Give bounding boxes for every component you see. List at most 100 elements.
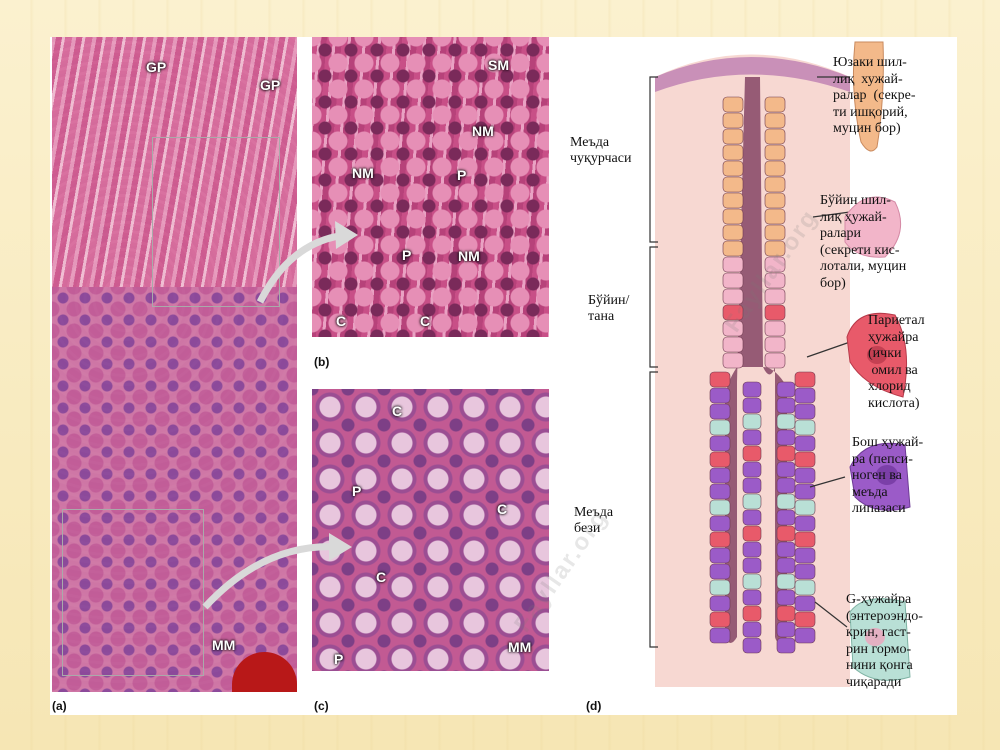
micrograph-b: SM NM NM P P NM C C xyxy=(312,37,549,337)
inset-box-b xyxy=(152,137,280,307)
epithelial-cell xyxy=(742,525,762,542)
epithelial-cell xyxy=(742,461,762,478)
epithelial-cell xyxy=(742,637,762,654)
epithelial-cell xyxy=(764,240,786,257)
epithelial-cell xyxy=(709,563,731,580)
arrow-to-b xyxy=(256,221,358,304)
epithelial-cell xyxy=(722,112,744,129)
region-neck-label: Бўйин/ тана xyxy=(588,293,630,324)
epithelial-cell xyxy=(742,381,762,398)
slide: GP GP MM (a) SM NM NM P P NM C C (b) C P… xyxy=(50,37,957,715)
epithelial-cell xyxy=(722,304,744,321)
epithelial-cell xyxy=(794,531,816,548)
epithelial-cell xyxy=(709,419,731,436)
label-gp-2: GP xyxy=(260,77,281,93)
epithelial-cell xyxy=(742,541,762,558)
epithelial-cell xyxy=(742,413,762,430)
epithelial-cell xyxy=(794,467,816,484)
epithelial-cell xyxy=(794,371,816,388)
left-wall-cells xyxy=(709,96,762,654)
mucous-neck-cell-text: Бўйин шил- лиқ ҳужай- ралари (секрети ки… xyxy=(820,193,907,291)
epithelial-cell xyxy=(722,160,744,177)
epithelial-cell xyxy=(776,509,796,526)
arrow-to-c xyxy=(202,533,352,610)
label-c-2: C xyxy=(420,313,431,329)
chief-cell-text: Бош ҳужай- ра (пепси- ноген ва меъда лип… xyxy=(852,435,924,516)
epithelial-cell xyxy=(722,336,744,353)
epithelial-cell xyxy=(764,320,786,337)
epithelial-cell xyxy=(764,160,786,177)
epithelial-cell xyxy=(764,336,786,353)
epithelial-cell xyxy=(709,387,731,404)
epithelial-cell xyxy=(776,637,796,654)
epithelial-cell xyxy=(776,621,796,638)
epithelial-cell xyxy=(764,352,786,369)
epithelial-cell xyxy=(794,627,816,644)
epithelial-cell xyxy=(794,387,816,404)
label-p-3: P xyxy=(352,483,362,499)
epithelial-cell xyxy=(794,451,816,468)
epithelial-cell xyxy=(794,579,816,596)
epithelial-cell xyxy=(709,595,731,612)
epithelial-cell xyxy=(742,557,762,574)
epithelial-cell xyxy=(764,288,786,305)
label-gp-1: GP xyxy=(146,59,167,75)
epithelial-cell xyxy=(742,621,762,638)
epithelial-cell xyxy=(709,499,731,516)
epithelial-cell xyxy=(776,381,796,398)
epithelial-cell xyxy=(764,224,786,241)
label-c-4: C xyxy=(497,501,508,517)
epithelial-cell xyxy=(722,240,744,257)
region-pit-label: Меъда чуқурчаси xyxy=(570,135,632,166)
epithelial-cell xyxy=(776,445,796,462)
micrograph-c: C P C C MM P xyxy=(312,389,549,671)
epithelial-cell xyxy=(709,531,731,548)
surface-mucous-cell-drawing xyxy=(852,41,884,152)
caption-a: (a) xyxy=(52,699,67,713)
caption-c: (c) xyxy=(314,699,329,713)
epithelial-cell xyxy=(764,272,786,289)
epithelial-cell xyxy=(794,419,816,436)
inset-box-c xyxy=(62,509,204,676)
epithelial-cell xyxy=(722,176,744,193)
epithelial-cell xyxy=(794,515,816,532)
epithelial-cell xyxy=(722,128,744,145)
surface-mucous-cell-text: Юзаки шил- лиқ хужай- ралар (секре- ти и… xyxy=(833,55,916,136)
epithelial-cell xyxy=(776,493,796,510)
epithelial-cell xyxy=(794,547,816,564)
epithelial-cell xyxy=(776,477,796,494)
epithelial-cell xyxy=(794,595,816,612)
epithelial-cell xyxy=(709,483,731,500)
caption-b: (b) xyxy=(314,355,330,369)
epithelial-cell xyxy=(794,499,816,516)
epithelial-cell xyxy=(764,176,786,193)
epithelial-cell xyxy=(742,589,762,606)
caption-d: (d) xyxy=(586,699,602,713)
epithelial-cell xyxy=(722,144,744,161)
epithelial-cell xyxy=(764,256,786,273)
micrograph-a: GP GP MM xyxy=(52,37,297,692)
label-p-4: P xyxy=(334,651,344,667)
epithelial-cell xyxy=(764,208,786,225)
epithelial-cell xyxy=(722,256,744,273)
epithelial-cell xyxy=(709,371,731,388)
epithelial-cell xyxy=(742,397,762,414)
epithelial-cell xyxy=(794,611,816,628)
label-nm-3: NM xyxy=(458,248,480,264)
gastric-gland-diagram xyxy=(649,41,911,687)
epithelial-cell xyxy=(776,573,796,590)
epithelial-cell xyxy=(722,192,744,209)
epithelial-cell xyxy=(722,208,744,225)
label-c-1: C xyxy=(336,313,347,329)
epithelial-cell xyxy=(709,515,731,532)
epithelial-cell xyxy=(709,403,731,420)
epithelial-cell xyxy=(722,272,744,289)
epithelial-cell xyxy=(776,461,796,478)
epithelial-cell xyxy=(776,429,796,446)
epithelial-cell xyxy=(709,627,731,644)
label-nm-2: NM xyxy=(352,165,374,181)
label-c-3: C xyxy=(392,403,403,419)
epithelial-cell xyxy=(776,541,796,558)
epithelial-cell xyxy=(722,288,744,305)
epithelial-cell xyxy=(776,525,796,542)
